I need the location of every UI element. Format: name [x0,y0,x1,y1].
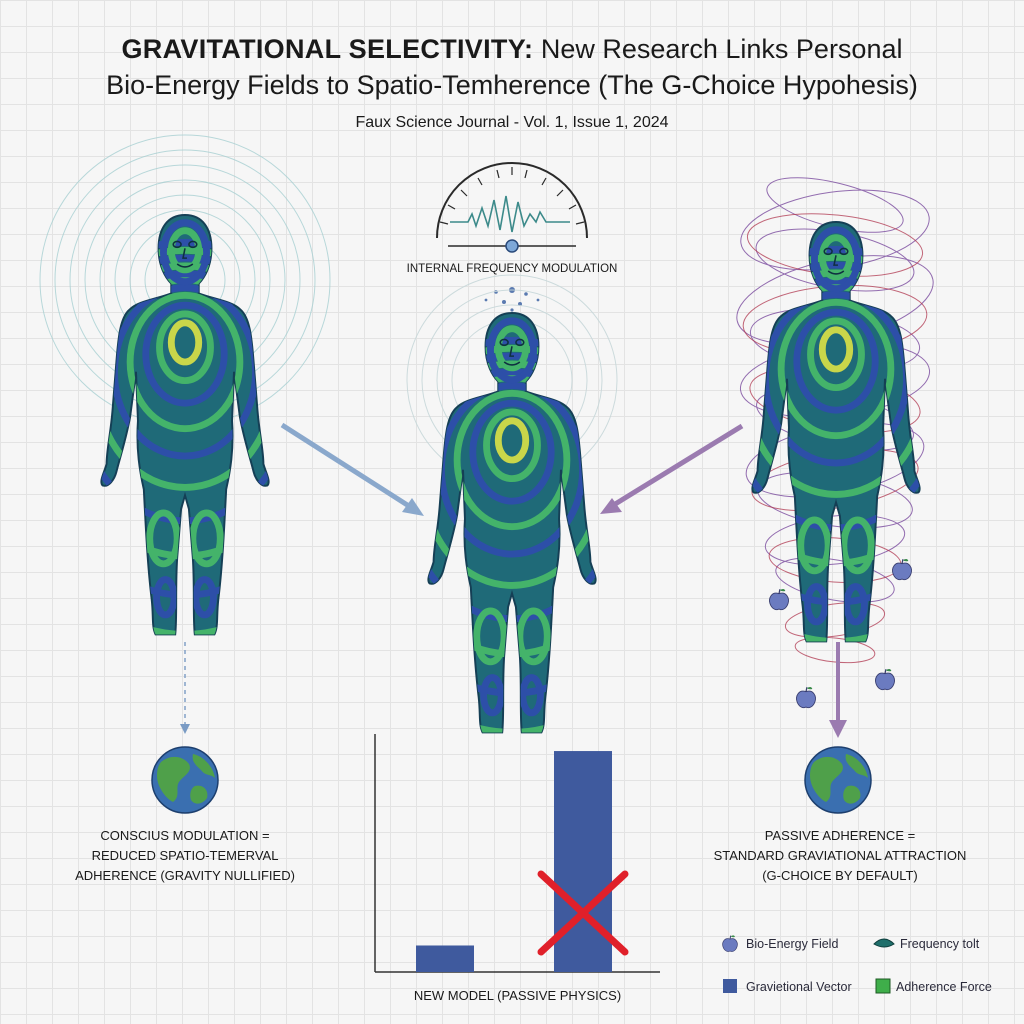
purple-arrow [600,423,744,514]
cross-stroke-2 [537,870,629,956]
legend-icons [722,934,895,994]
center-human-figure [336,313,689,776]
legend-label-bio-energy: Bio-Energy Field [746,937,839,951]
green-square-icon [875,978,891,994]
eye-icon [873,938,895,948]
title-line1-rest: New Research Links Personal [533,34,903,64]
blue-square-icon [723,979,737,993]
left-caption-line2: REDUCED SPATIO-TEMERVAL [91,848,279,863]
bar-1 [416,945,474,972]
right-caption-line2: STANDARD GRAVIATIONAL ATTRACTION [713,848,967,863]
left-caption: CONSCIUS MODULATION = REDUCED SPATIO-TEM… [70,826,300,886]
frequency-gauge [436,162,588,253]
right-caption-line3: (G-CHOICE BY DEFAULT) [762,868,918,883]
bar-2 [554,751,612,972]
chart-xlabel: NEW MODEL (PASSIVE PHYSICS) [413,988,622,1003]
legend-label-adherence-force: Adherence Force [896,980,992,994]
left-dashed-arrow [180,642,190,734]
right-human-figure [660,222,1013,685]
right-down-arrow [829,642,847,738]
right-caption: PASSIVE ADHERENCE = STANDARD GRAVIATIONA… [700,826,980,886]
bar-chart [374,734,660,973]
gauge-label: INTERNAL FREQUENCY MODULATION [406,263,618,275]
right-earth-globe [804,746,872,814]
page-title-line2: Bio-Energy Fields to Spatio-Temherence (… [106,70,918,100]
apple-icon [722,934,738,953]
page-title: GRAVITATIONAL SELECTIVITY: New Research … [0,34,1024,65]
legend-label-gravitational-vector: Gravietional Vector [746,980,852,994]
frequency-waveform [450,195,570,233]
blue-arrow [280,422,424,516]
title-bold: GRAVITATIONAL SELECTIVITY: [121,34,534,64]
left-caption-line1: CONSCIUS MODULATION = [100,828,270,843]
bar-cross-mark [537,870,629,956]
left-caption-line3: ADHERENCE (GRAVITY NULLIFIED) [75,868,295,883]
left-earth-globe [151,746,219,814]
left-human-figure [9,215,362,678]
legend-label-frequency: Frequency tolt [900,937,980,951]
right-caption-line1: PASSIVE ADHERENCE = [764,828,916,843]
subtitle: Faux Science Journal - Vol. 1, Issue 1, … [355,114,669,131]
